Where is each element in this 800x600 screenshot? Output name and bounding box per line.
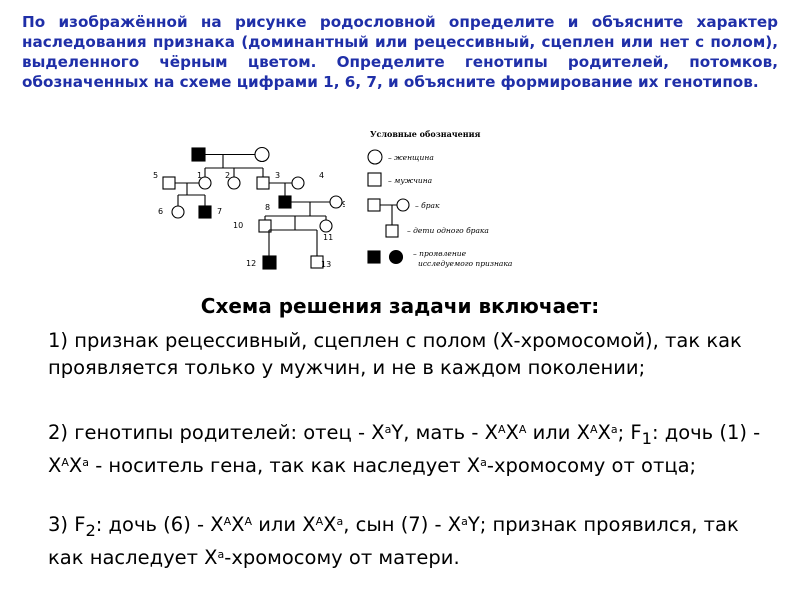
pedigree-diagram: 1 2 3 4 5 6 7 8 9 10 11 12 13	[153, 146, 345, 270]
ped-label: 9	[342, 200, 345, 209]
ped-female-6	[171, 205, 185, 219]
legend-child-icon	[385, 224, 399, 238]
ped-label: 11	[323, 233, 333, 242]
legend-marriage-female-icon	[396, 198, 410, 212]
ped-male-affected-7	[198, 205, 212, 219]
legend-female-icon	[367, 149, 383, 165]
ped-female-1	[198, 176, 212, 190]
ped-label: 12	[246, 259, 256, 268]
legend-affected-male-icon	[367, 250, 381, 264]
legend-female-label: – женщина	[388, 153, 434, 162]
ped-label: 6	[158, 207, 163, 216]
ped-label: 4	[319, 171, 324, 180]
ped-male-affected-12	[262, 255, 277, 270]
ped-male-13	[310, 255, 324, 269]
ped-female-4	[291, 176, 305, 190]
ped-male-affected-8	[278, 195, 292, 209]
ped-label: 2	[225, 171, 230, 180]
ped-label: 8	[265, 203, 270, 212]
task-text: По изображённой на рисунке родословной о…	[22, 13, 778, 91]
ped-label: 7	[217, 207, 222, 216]
ped-male-affected-I	[191, 147, 206, 162]
ped-label: 3	[275, 171, 280, 180]
ped-female-11	[319, 219, 333, 233]
ped-male-3	[256, 176, 270, 190]
solution-point-1: 1) признак рецессивный, сцеплен с полом …	[48, 329, 742, 379]
ped-label: 1	[197, 171, 202, 180]
legend-title: Условные обозначения	[370, 129, 481, 139]
legend-children-label: – дети одного брака	[407, 226, 489, 235]
legend-marriage-male-icon	[367, 198, 381, 212]
legend-affected-female-icon	[388, 249, 404, 265]
legend: Условные обозначения – женщина – мужчина…	[367, 129, 512, 268]
solution-point-3: 3) F2: дочь (6) - ХАХА или ХАХа, сын (7)…	[48, 513, 739, 569]
solution-point-2: 2) генотипы родителей: отец - ХаY, мать …	[48, 421, 761, 477]
ped-male-10	[258, 219, 272, 233]
ped-male-5	[162, 176, 176, 190]
legend-male-label: – мужчина	[388, 176, 432, 185]
ped-female-9	[329, 195, 343, 209]
ped-label: 5	[153, 171, 158, 180]
legend-marriage-label: – брак	[415, 201, 440, 210]
ped-female-2	[227, 176, 241, 190]
ped-label: 10	[233, 221, 243, 230]
solution-heading: Схема решения задачи включает:	[200, 294, 600, 318]
ped-label: 13	[321, 260, 331, 269]
legend-trait-label-2: исследуемого признака	[418, 259, 512, 268]
legend-trait-label: – проявление	[413, 249, 467, 258]
legend-male-icon	[367, 172, 382, 187]
ped-female-I	[254, 146, 270, 163]
